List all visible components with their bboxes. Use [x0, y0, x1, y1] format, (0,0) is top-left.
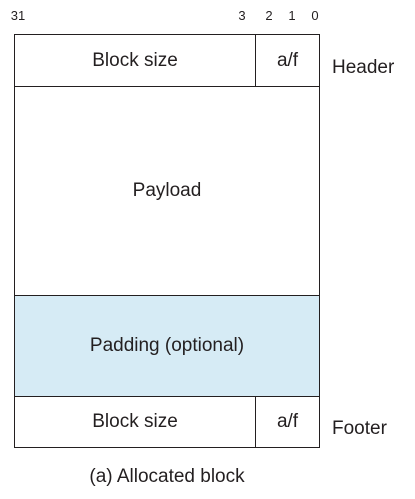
allocated-block-diagram: Block size a/f Payload Padding (optional… — [14, 34, 320, 448]
header-block-size: Block size — [92, 49, 178, 71]
bit-label-3: 3 — [238, 8, 246, 23]
footer-block-size: Block size — [92, 411, 178, 432]
header-row: Block size a/f — [15, 35, 319, 87]
footer-side-label: Footer — [332, 418, 387, 439]
footer-alloc-flag: a/f — [255, 397, 319, 447]
bit-label-31: 31 — [10, 8, 26, 23]
bit-label-2: 2 — [265, 8, 273, 23]
figure-caption: (a) Allocated block — [89, 466, 245, 487]
payload-row: Payload — [15, 87, 319, 296]
footer-row: Block size a/f — [15, 397, 319, 447]
bit-label-0: 0 — [311, 8, 319, 23]
header-side-label: Header — [332, 57, 395, 78]
padding-label: Padding (optional) — [89, 335, 245, 356]
padding-row: Padding (optional) — [15, 296, 319, 397]
header-alloc-flag: a/f — [255, 35, 319, 86]
payload-label: Payload — [132, 180, 202, 201]
bit-label-1: 1 — [288, 8, 296, 23]
